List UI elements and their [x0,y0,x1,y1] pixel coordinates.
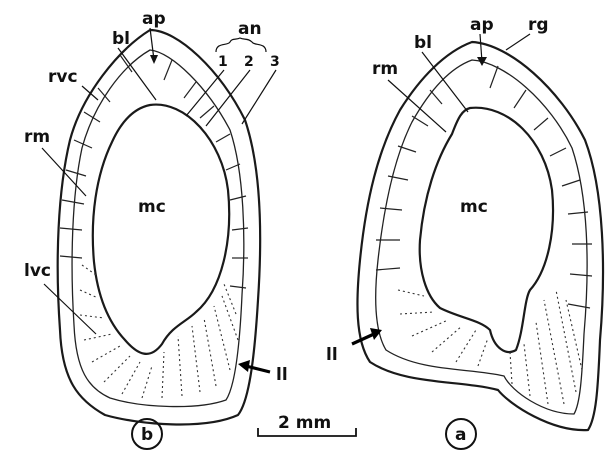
label-a-mc: mc [460,197,488,217]
pointer-a-bl [422,52,468,112]
specimen-a-wall-outline [376,60,588,414]
label-b-ll: ll [276,365,288,385]
pointer-b-lvc [44,284,96,334]
panel-b-id: b [141,425,153,445]
label-b-an-3: 3 [270,54,280,70]
label-b-rvc: rvc [48,67,78,87]
label-b-ap: ap [142,9,166,29]
label-a-rm: rm [372,59,398,79]
arrowhead-b-ap [150,55,158,64]
label-b-lvc: lvc [24,261,51,281]
label-b-mc: mc [138,197,166,217]
arrowhead-b-ll [238,360,250,372]
label-a-bl: bl [414,33,432,53]
label-b-rm: rm [24,127,50,147]
pointer-b-an-3 [242,70,276,124]
brace-b-an [216,38,266,52]
label-a-ll: ll [326,345,338,365]
pointer-b-rm [42,148,86,196]
label-a-rg: rg [528,15,549,35]
specimen-a: ap rg bl rm mc ll a [326,15,603,449]
specimen-b-medullary-cavity [93,105,229,354]
label-b-an: an [238,19,262,39]
label-a-ap: ap [470,15,494,35]
specimen-b: ap bl an 1 2 3 rvc rm mc lvc ll b [24,9,288,449]
panel-a-id: a [455,425,466,445]
label-b-an-2: 2 [244,54,254,70]
pointer-b-rvc [82,86,98,100]
specimen-b-cell-walls [60,55,248,288]
scale-bar: 2 mm [258,413,356,436]
arrow-b-ll [246,366,270,372]
arrowhead-a-ap [477,57,487,66]
specimen-b-dotted-region [80,265,238,398]
label-b-an-1: 1 [218,54,228,70]
specimen-a-dotted-region [398,290,582,404]
specimen-b-wall-outline [72,50,244,407]
arrow-a-ll [352,334,374,344]
specimen-a-medullary-cavity [420,108,553,352]
pointer-a-rg [506,34,530,50]
label-b-bl: bl [112,29,130,49]
specimen-a-cell-walls [376,66,592,308]
scale-bar-label: 2 mm [278,413,331,433]
pointer-a-rm [388,80,446,132]
pointer-b-bl [118,48,156,100]
